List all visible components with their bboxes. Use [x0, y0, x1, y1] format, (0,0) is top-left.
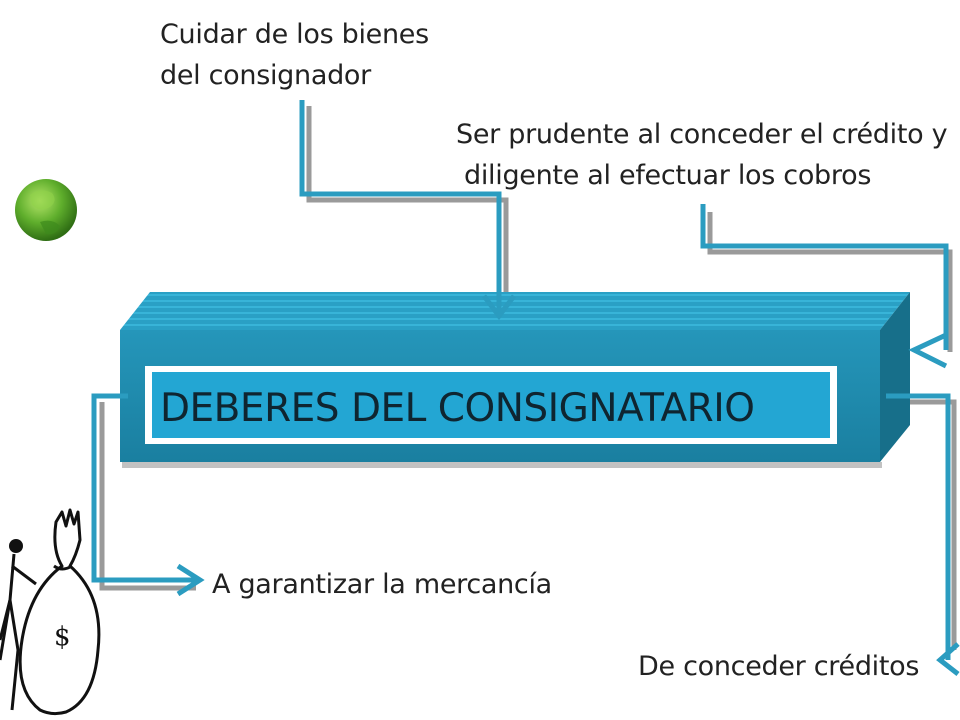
connector-top-left	[299, 100, 516, 321]
connector-bottom-right	[886, 393, 960, 676]
green-globe-icon	[15, 179, 77, 241]
connector-shadows	[99, 106, 957, 650]
connector-top-right	[700, 204, 949, 369]
duty-bottom-left: A garantizar la mercancía	[212, 569, 552, 600]
duty-top-left-line-2: del consignador	[160, 60, 371, 91]
duty-bottom-right: De conceder créditos	[638, 651, 920, 682]
duty-top-left-line-1: Cuidar de los bienes	[160, 19, 429, 50]
connector-bottom-left	[91, 393, 205, 597]
duty-top-left: Cuidar de los bienes del consignador	[160, 14, 429, 96]
duty-top-right: Ser prudente al conceder el crédito y di…	[456, 114, 948, 196]
duty-top-right-line-2: diligente al efectuar los cobros	[464, 160, 872, 191]
money-bag-icon: $	[0, 508, 101, 716]
diagram-title: DEBERES DEL CONSIGNATARIO	[160, 386, 754, 431]
duties-box: DEBERES DEL CONSIGNATARIO	[120, 292, 910, 468]
duty-top-right-line-1: Ser prudente al conceder el crédito y	[456, 119, 948, 150]
svg-text:$: $	[54, 622, 71, 652]
